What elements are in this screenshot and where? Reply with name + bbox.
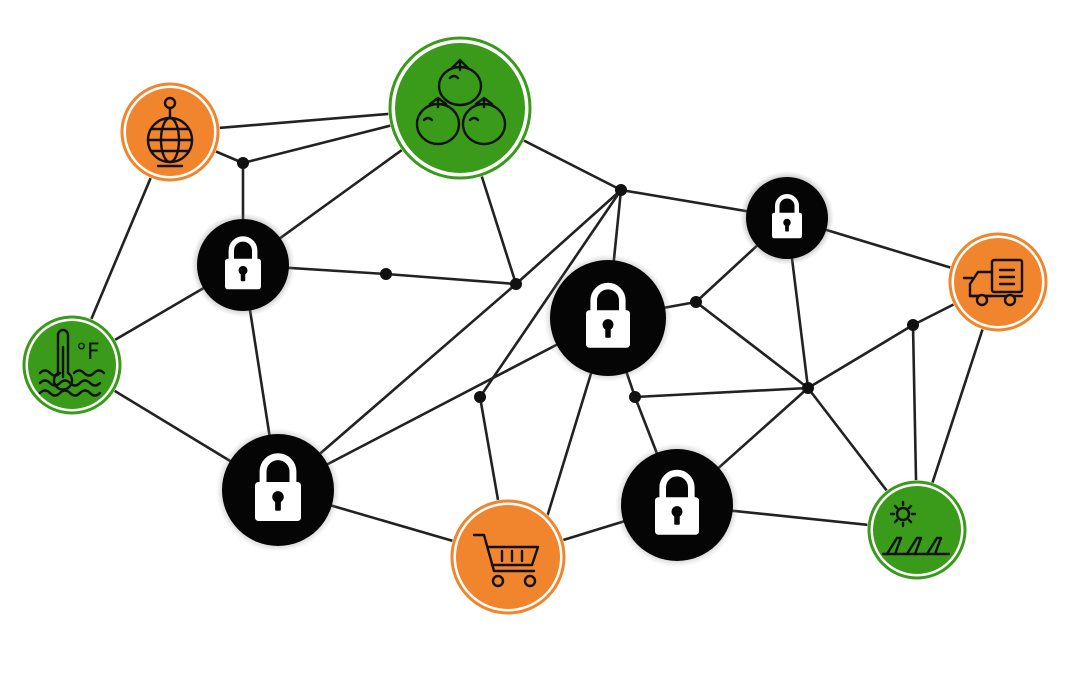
solar-panel-node xyxy=(867,480,967,580)
network-link xyxy=(514,188,623,286)
network-link xyxy=(384,272,518,286)
junction-dot xyxy=(615,184,627,196)
shopping-cart-node xyxy=(450,499,566,615)
water-temperature-icon xyxy=(38,328,106,397)
solar-panel-icon xyxy=(881,500,951,556)
shopping-cart-icon xyxy=(472,533,540,588)
lock-node xyxy=(544,254,672,382)
junction-dot xyxy=(907,319,919,331)
junction-points xyxy=(237,157,919,403)
delivery-truck-node xyxy=(948,232,1048,332)
junction-dot xyxy=(510,278,522,290)
globe-node xyxy=(120,82,220,182)
tomatoes-node xyxy=(388,36,532,180)
lock-node xyxy=(191,213,295,317)
network-link xyxy=(633,386,810,399)
lock-node xyxy=(216,428,340,552)
junction-dot xyxy=(237,157,249,169)
junction-dot xyxy=(802,382,814,394)
delivery-truck-icon xyxy=(962,258,1024,307)
junction-dot xyxy=(629,391,641,403)
water-temperature-node: °F xyxy=(22,315,122,415)
junction-dot xyxy=(474,391,486,403)
lock-node xyxy=(615,443,739,567)
network-links xyxy=(70,106,1000,559)
network-link xyxy=(694,300,810,390)
temperature-unit-label: °F xyxy=(76,340,100,365)
network-link xyxy=(806,323,915,390)
globe-icon xyxy=(146,96,194,168)
junction-dot xyxy=(380,268,392,280)
tomatoes-icon xyxy=(415,58,507,146)
lock-node xyxy=(740,171,834,265)
junction-dot xyxy=(690,296,702,308)
